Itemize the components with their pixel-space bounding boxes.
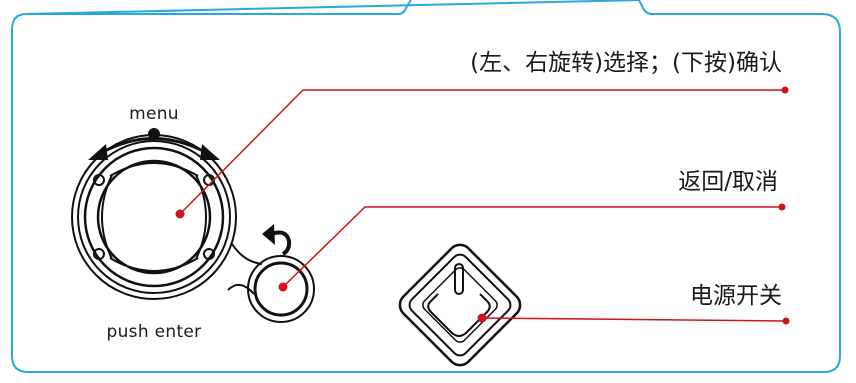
power-icon <box>427 263 491 337</box>
rotary-knob[interactable] <box>71 134 237 300</box>
power-callout-label: 电源开关 <box>690 283 782 309</box>
back-arrow-icon <box>262 224 292 256</box>
back-leader-line <box>282 206 782 288</box>
back-leader-dot-end <box>778 203 786 211</box>
power-button[interactable] <box>395 240 525 370</box>
knob-leader-line <box>179 89 785 215</box>
knob-callout-label: (左、右旋转)选择；(下按)确认 <box>470 50 782 76</box>
power-leader-dot-start <box>477 313 487 323</box>
back-callout-label: 返回/取消 <box>678 169 778 195</box>
power-leader-line <box>481 317 787 322</box>
panel-frame <box>11 0 841 373</box>
button-housing <box>227 243 263 295</box>
power-leader-dot-end <box>782 317 790 325</box>
back-button[interactable] <box>247 255 315 323</box>
knob-leader-dot-start <box>175 209 185 219</box>
back-leader-dot-start <box>278 282 288 292</box>
knob-leader-dot-end <box>781 86 789 94</box>
knob-bottom-label: push enter <box>107 322 202 342</box>
knob-top-label: menu <box>129 104 179 124</box>
